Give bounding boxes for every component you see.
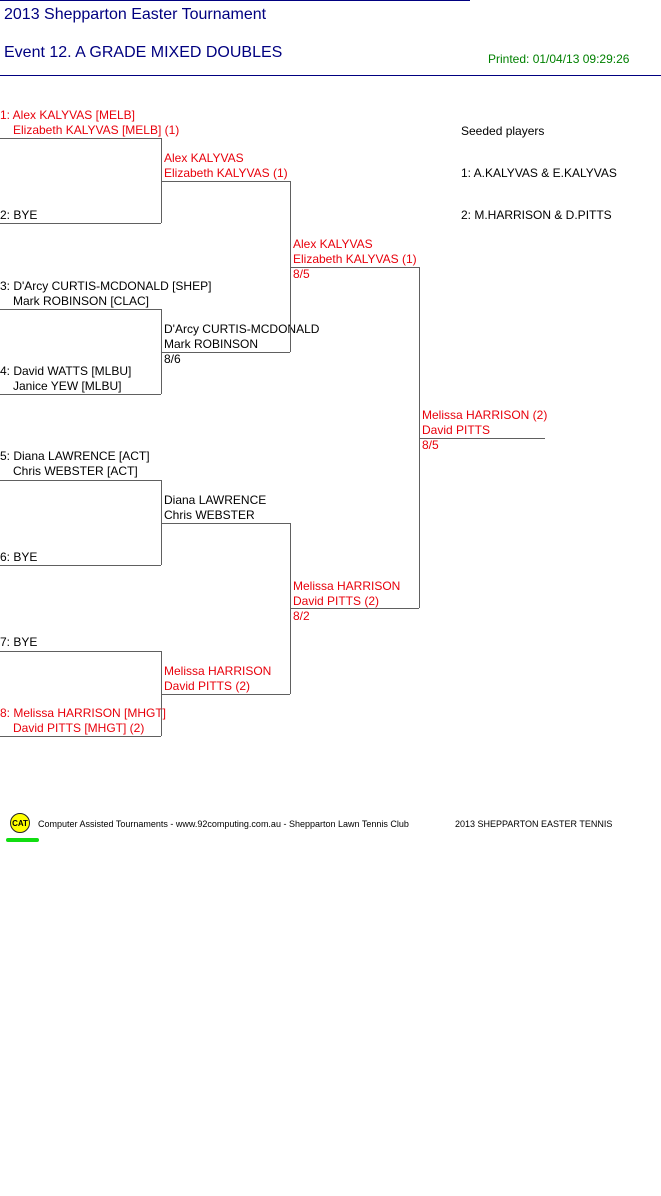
r1-entry-5-line1: 5: Diana LAWRENCE [ACT] — [0, 449, 150, 463]
r1-entry-1-line1: 1: Alex KALYVAS [MELB] — [0, 108, 135, 122]
tournament-title: 2013 Shepparton Easter Tournament — [4, 6, 267, 23]
r1-line-7 — [0, 651, 161, 652]
winner-score: 8/5 — [422, 438, 439, 452]
winner-line2: David PITTS — [422, 423, 491, 437]
r2-entry-3-line2: Chris WEBSTER — [164, 508, 255, 522]
r2-entry-2-line1: D'Arcy CURTIS-MCDONALD — [164, 322, 320, 336]
r2-line-3 — [161, 523, 290, 524]
header-divider — [0, 75, 661, 76]
cat-logo-icon: CAT — [10, 813, 30, 833]
r2-line-1 — [161, 181, 290, 182]
r1-entry-1-line2: Elizabeth KALYVAS [MELB] (1) — [13, 123, 180, 137]
r1-entry-3-line1: 3: D'Arcy CURTIS-MCDONALD [SHEP] — [0, 279, 212, 293]
r1-entry-4-line1: 4: David WATTS [MLBU] — [0, 364, 132, 378]
r1-line-5 — [0, 480, 161, 481]
r1-entry-5-line2: Chris WEBSTER [ACT] — [13, 464, 138, 478]
seed-item-2: 2: M.HARRISON & D.PITTS — [461, 208, 612, 222]
r2-entry-2-line2: Mark ROBINSON — [164, 337, 259, 351]
winner-line1: Melissa HARRISON (2) — [422, 408, 548, 422]
r2-entry-1-line1: Alex KALYVAS — [164, 151, 244, 165]
r1-entry-8-line2: David PITTS [MHGT] (2) — [13, 721, 145, 735]
r1-line-4 — [0, 394, 161, 395]
footer-credit: Computer Assisted Tournaments - www.92co… — [38, 819, 409, 829]
r1-entry-7-line1: 7: BYE — [0, 635, 38, 649]
r1-connector-1 — [161, 138, 162, 223]
sf-entry-1-line2: Elizabeth KALYVAS (1) — [293, 252, 417, 266]
printed-timestamp: Printed: 01/04/13 09:29:26 — [488, 52, 630, 66]
r1-line-1 — [0, 138, 161, 139]
r2-line-2 — [161, 352, 290, 353]
r1-line-3 — [0, 309, 161, 310]
sf-line-2 — [290, 608, 419, 609]
r1-entry-6-line1: 6: BYE — [0, 550, 38, 564]
r2-connector-1 — [290, 181, 291, 352]
footer-event-name: 2013 SHEPPARTON EASTER TENNIS — [455, 819, 613, 829]
sf-entry-2-line2: David PITTS (2) — [293, 594, 380, 608]
event-title: Event 12. A GRADE MIXED DOUBLES — [4, 44, 283, 61]
r1-connector-3 — [161, 480, 162, 565]
r2-entry-2-score: 8/6 — [164, 352, 181, 366]
seed-item-1: 1: A.KALYVAS & E.KALYVAS — [461, 166, 617, 180]
r1-line-2 — [0, 223, 161, 224]
sf-line-1 — [290, 267, 419, 268]
r2-entry-1-line2: Elizabeth KALYVAS (1) — [164, 166, 288, 180]
winner-line — [419, 438, 545, 439]
r2-line-4 — [161, 694, 290, 695]
r1-entry-4-line2: Janice YEW [MLBU] — [13, 379, 122, 393]
sf-entry-1-score: 8/5 — [293, 267, 310, 281]
r1-entry-3-line2: Mark ROBINSON [CLAC] — [13, 294, 150, 308]
r1-entry-8-line1: 8: Melissa HARRISON [MHGT] — [0, 706, 167, 720]
r1-entry-2-line1: 2: BYE — [0, 208, 38, 222]
r2-entry-3-line1: Diana LAWRENCE — [164, 493, 267, 507]
sf-entry-2-line1: Melissa HARRISON — [293, 579, 401, 593]
header-top-rule — [0, 0, 470, 1]
r2-entry-4-line1: Melissa HARRISON — [164, 664, 272, 678]
sf-entry-1-line1: Alex KALYVAS — [293, 237, 373, 251]
r1-line-6 — [0, 565, 161, 566]
r2-entry-4-line2: David PITTS (2) — [164, 679, 251, 693]
seeds-heading: Seeded players — [461, 124, 545, 138]
cat-logo-underline — [6, 838, 39, 842]
sf-connector — [419, 267, 420, 608]
r1-line-8 — [0, 736, 161, 737]
r1-connector-2 — [161, 309, 162, 394]
sf-entry-2-score: 8/2 — [293, 609, 310, 623]
r1-connector-4 — [161, 651, 162, 736]
